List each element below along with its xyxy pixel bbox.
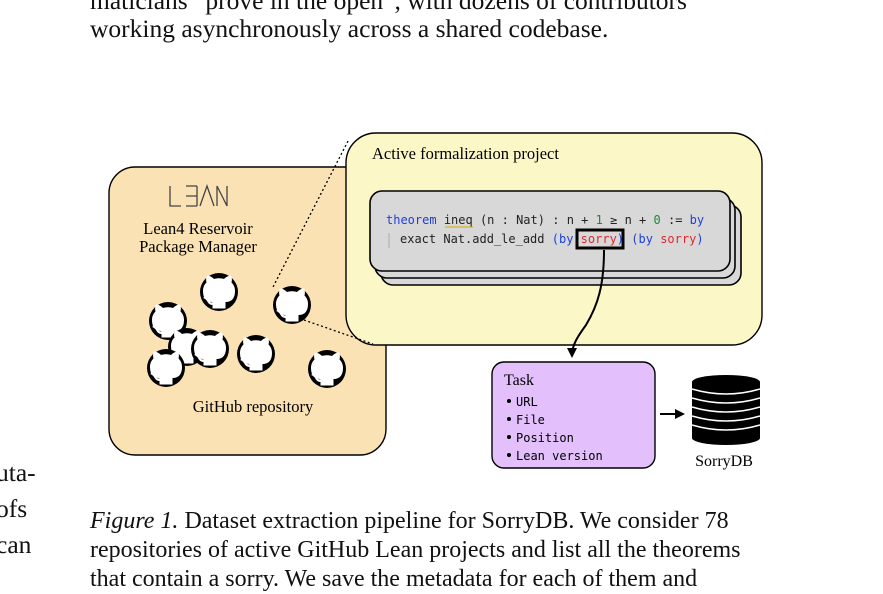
zoom-line-top (271, 140, 349, 290)
github-icon (237, 335, 275, 373)
code-line-1: theorem ineq (n : Nat) : n + 1 ≥ n + 0 :… (386, 213, 704, 227)
github-icon (308, 350, 346, 388)
github-icon (273, 286, 311, 324)
caption-text: Dataset extraction pipeline for SorryDB.… (178, 508, 729, 534)
margin-fragment-1: uta- (0, 458, 36, 487)
figure-caption-line-3: that contain a sorry. We save the metada… (90, 566, 698, 592)
task-bullet (507, 399, 511, 403)
task-bullet (507, 417, 511, 421)
task-title: Task (504, 372, 534, 389)
database-icon (691, 375, 761, 445)
sorry-highlight-box (575, 228, 625, 250)
github-repository-label: GitHub repository (193, 397, 314, 416)
margin-fragment-2: ofs (0, 494, 28, 523)
figure-caption-line-1: Figure 1. Dataset extraction pipeline fo… (90, 506, 729, 536)
reservoir-title-line-2: Package Manager (139, 237, 257, 256)
github-icon (200, 273, 238, 311)
zoom-line-bottom (303, 319, 374, 345)
code-line-2: exact Nat.add_le_add (by sorry) (by sorr… (400, 232, 704, 246)
highlighted-sorry: sorry (581, 232, 617, 246)
margin-fragment-3: can (0, 530, 32, 559)
task-field-file: File (516, 413, 545, 427)
pipeline-figure: Lean4 Reservoir Package Manager GitHub r… (108, 132, 763, 470)
task-panel (491, 361, 656, 469)
body-text-line-1: maticians “prove in the open”, with doze… (90, 0, 687, 15)
sorrydb-label: SorryDB (695, 453, 753, 470)
task-field-url: URL (516, 395, 538, 409)
code-box (369, 190, 731, 272)
task-field-position: Position (516, 431, 574, 445)
body-text-line-2: working asynchronously across a shared c… (90, 14, 609, 43)
lean-logo (169, 184, 228, 207)
figure-label: Figure 1. (90, 508, 179, 534)
figure-caption-line-2: repositories of active GitHub Lean proje… (90, 537, 741, 563)
task-bullet (507, 435, 511, 439)
task-field-lean-version: Lean version (516, 449, 603, 463)
github-icon (191, 330, 229, 368)
github-icon (147, 349, 185, 387)
reservoir-title-line-1: Lean4 Reservoir (143, 219, 253, 238)
theorem-name: ineq (444, 213, 473, 227)
task-bullet (507, 453, 511, 457)
project-title: Active formalization project (372, 144, 559, 163)
sorry-to-task-arrow (567, 249, 605, 358)
